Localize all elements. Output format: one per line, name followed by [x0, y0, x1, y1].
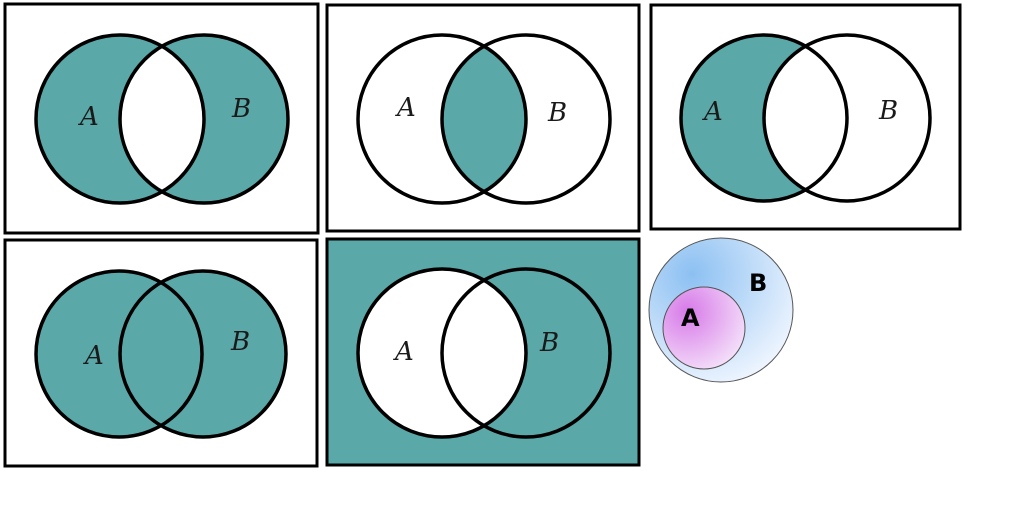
set-b-label: B — [231, 94, 251, 124]
set-b-label: B — [230, 327, 250, 357]
venn-panel-union: A B — [3, 238, 319, 468]
subset-diagram: B A — [648, 237, 794, 383]
venn-panel-complement-a: A B — [325, 237, 641, 467]
set-b-label: B — [539, 328, 559, 358]
venn-panel-intersection: A B — [325, 3, 641, 233]
outer-set-label: B — [749, 269, 767, 297]
set-b-label: B — [878, 96, 898, 126]
set-a-label: A — [78, 102, 99, 132]
inner-set-label: A — [681, 304, 700, 332]
set-a-label: A — [702, 97, 723, 127]
set-a-label: A — [83, 341, 104, 371]
venn-panel-symmetric-difference: A B — [3, 2, 320, 235]
intersection-region — [442, 35, 526, 203]
venn-panel-a-minus-b: A B — [649, 3, 962, 231]
set-a-label: A — [393, 337, 414, 367]
set-b-label: B — [547, 98, 567, 128]
intersection-region — [120, 35, 204, 203]
inner-set-circle — [662, 286, 746, 370]
set-a-label: A — [395, 93, 416, 123]
